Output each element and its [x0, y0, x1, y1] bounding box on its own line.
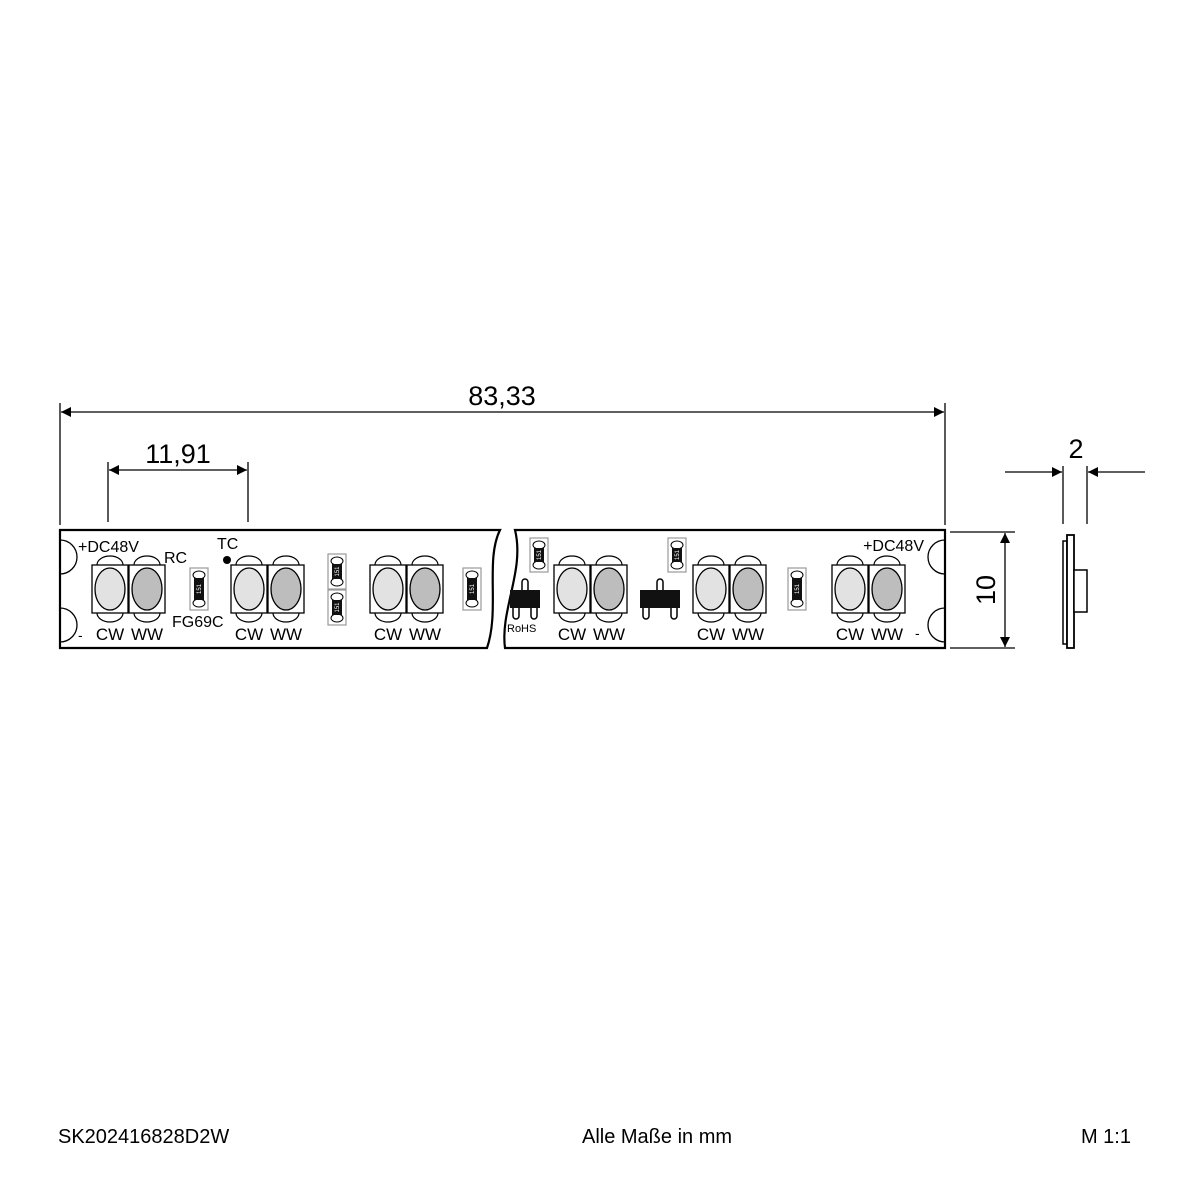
footer-note: Alle Maße in mm [582, 1126, 732, 1148]
cw-label: CW [697, 625, 725, 644]
cw-label: CW [96, 625, 124, 644]
ww-label: WW [409, 625, 441, 644]
led-pair: CW WW [91, 555, 166, 644]
cw-label: CW [235, 625, 263, 644]
led-pair: CW WW [553, 555, 628, 644]
ww-label: WW [732, 625, 764, 644]
thickness-value: 2 [1068, 434, 1083, 464]
resistor: 151 [327, 589, 347, 626]
resistor-code: 151 [537, 549, 543, 560]
fg-label: FG69C [172, 614, 224, 631]
resistor-code: 151 [335, 602, 341, 613]
led-pair: CW WW [692, 555, 767, 644]
cw-label: CW [836, 625, 864, 644]
rc-label: RC [164, 550, 187, 567]
rohs-label: RoHS [507, 623, 536, 635]
led-pair: CW WW [369, 555, 444, 644]
cw-label: CW [558, 625, 586, 644]
ic-component [640, 578, 680, 620]
resistor: 151 [787, 567, 807, 611]
resistor: 151 [462, 567, 482, 611]
tc-dot [223, 556, 231, 564]
side-view: 2 [1005, 434, 1145, 649]
resistor-code: 151 [675, 549, 681, 560]
pitch-dimension: 11,91 [107, 439, 249, 522]
resistor: 151 [529, 537, 549, 573]
resistor-code: 151 [795, 583, 801, 594]
footer-code: SK202416828D2W [58, 1126, 229, 1148]
resistor-code: 151 [470, 583, 476, 594]
ww-label: WW [593, 625, 625, 644]
ww-label: WW [131, 625, 163, 644]
ic-component [510, 578, 540, 620]
resistor-code: 151 [335, 566, 341, 577]
resistor: 151 [327, 553, 347, 590]
led-pair: CW WW [831, 555, 906, 644]
minus-label-right: - [915, 625, 920, 641]
resistor: 151 [189, 567, 209, 611]
length-value: 83,33 [468, 381, 536, 411]
ww-label: WW [871, 625, 903, 644]
pitch-value: 11,91 [145, 439, 211, 469]
plus-label-right: +DC48V [863, 538, 924, 555]
footer-scale: M 1:1 [1081, 1126, 1131, 1148]
resistor: 151 [667, 537, 687, 573]
tc-label: TC [217, 536, 238, 553]
height-value: 10 [971, 575, 1001, 605]
height-dimension: 10 [950, 531, 1015, 649]
ww-label: WW [270, 625, 302, 644]
resistor-code: 151 [197, 583, 203, 594]
minus-label-left: - [78, 627, 83, 643]
led-pair: CW WW [230, 555, 305, 644]
length-dimension: 83,33 [59, 381, 946, 525]
plus-label-left: +DC48V [78, 539, 139, 556]
cw-label: CW [374, 625, 402, 644]
